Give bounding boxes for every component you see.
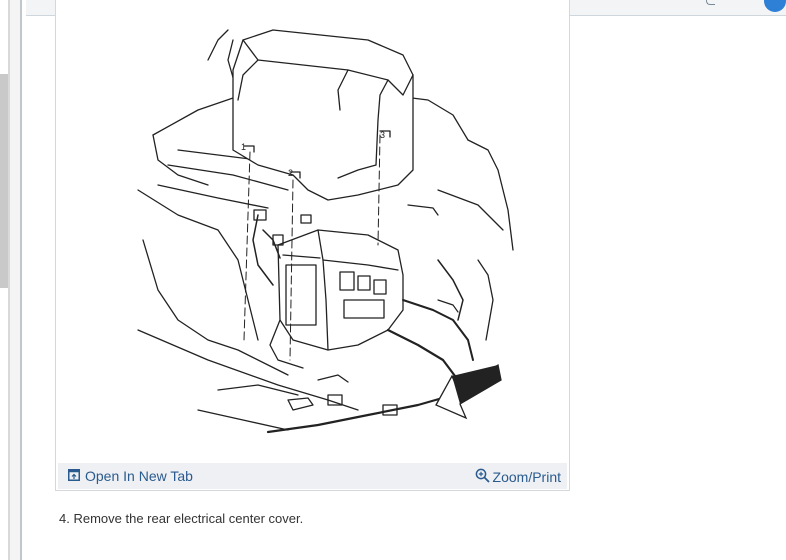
- open-in-new-tab-link[interactable]: Open In New Tab: [68, 468, 193, 484]
- callout-3: 3: [380, 130, 385, 140]
- left-gutter: [0, 0, 26, 560]
- top-bar-mark: [706, 0, 715, 5]
- scrollbar-thumb[interactable]: [0, 74, 8, 288]
- instruction-step: 4. Remove the rear electrical center cov…: [59, 511, 304, 526]
- callout-1: 1: [241, 142, 246, 152]
- zoom-print-label: Zoom/Print: [492, 469, 561, 485]
- open-in-new-tab-label: Open In New Tab: [85, 468, 193, 484]
- front-direction-arrow: [435, 363, 502, 420]
- figure-container: 1 2 3 Open In New Tab: [55, 0, 570, 491]
- rear-electrical-center-illustration[interactable]: 1 2 3: [58, 0, 567, 462]
- open-in-new-tab-icon: [68, 468, 80, 484]
- callout-2: 2: [288, 168, 293, 178]
- illustration-drawing: 1 2 3: [137, 29, 514, 434]
- zoom-print-link[interactable]: Zoom/Print: [475, 468, 561, 486]
- figure-footer: Open In New Tab Zoom/Print: [58, 463, 567, 489]
- top-action-button[interactable]: [764, 0, 786, 12]
- zoom-in-icon: [475, 468, 490, 486]
